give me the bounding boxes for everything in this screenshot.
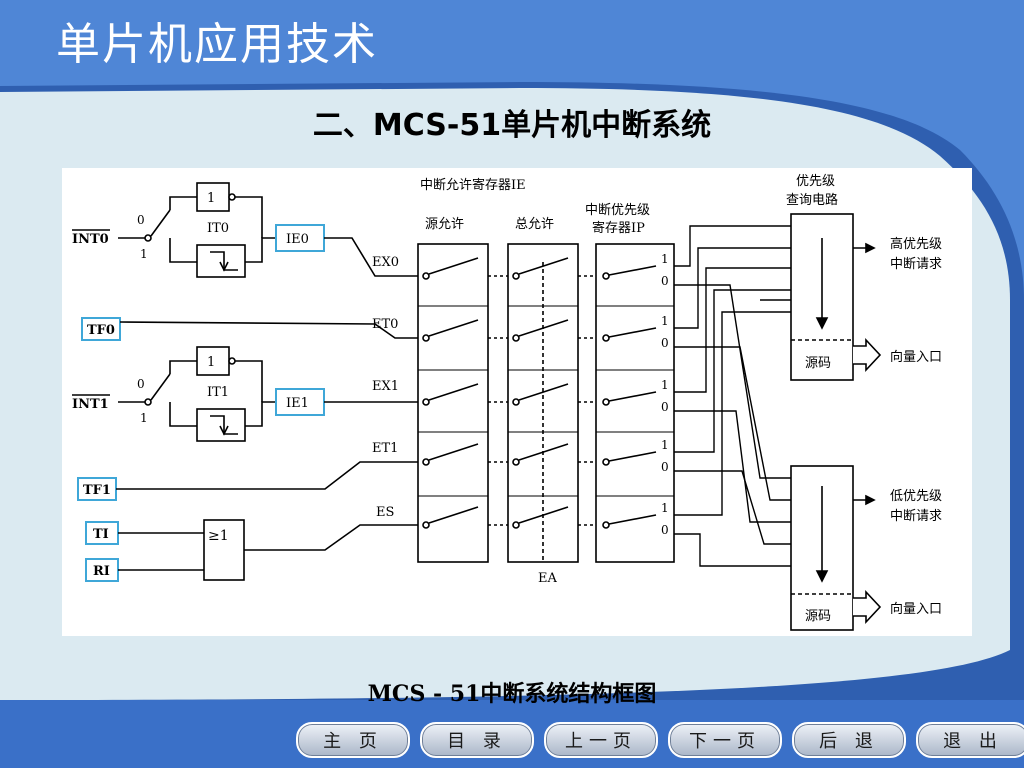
svg-text:0: 0 [661,523,669,537]
int1-not-gate-label: 1 [207,355,215,370]
svg-text:0: 0 [661,336,669,350]
int0-selector-switch [150,209,171,237]
low-source-code-label: 源码 [805,609,831,624]
high-request-line2: 中断请求 [890,257,942,272]
int0-switch-label-0: 0 [137,213,145,227]
int1-switch-label-1: 1 [140,411,148,425]
enable-bit-es: ES [376,505,394,520]
or-gate-label: ≥1 [208,528,229,544]
down-arrow-icon [815,317,829,330]
int0-switch-label-1: 1 [140,247,148,261]
ip-register-title-line2: 寄存器IP [592,220,645,236]
priority-switches: 1 0 1 0 1 0 1 0 1 0 [602,252,669,537]
ea-label: EA [538,571,557,586]
int1-selector-switch [150,373,171,401]
down-arrow-icon [815,570,829,583]
int1-switch-pivot [144,398,152,406]
contents-button[interactable]: 目 录 [420,722,534,758]
int0-edge-detector [196,244,246,278]
int0-not-gate-label: 1 [207,191,215,206]
next-page-button[interactable]: 下一页 [668,722,782,758]
int1-not-gate [196,346,230,376]
svg-text:0: 0 [661,460,669,474]
slide-navigation-bar: 主 页 目 录 上一页 下一页 后 退 退 出 [296,722,1024,758]
arrow-right-icon [865,242,876,254]
hollow-arrow-icon [853,589,882,625]
svg-text:1: 1 [661,501,669,515]
int1-it-label: IT1 [207,385,229,400]
input-int1: INT1 [72,397,109,412]
int1-edge-detector [196,408,246,442]
arrow-right-icon [865,494,876,506]
high-source-code-label: 源码 [805,356,831,371]
svg-text:1: 1 [661,378,669,392]
app-title: 单片机应用技术 [56,19,378,70]
interrupt-diagram-panel: INT0 0 1 1 IT0 IE0 TF0 INT1 0 1 1 IT1 IE… [62,168,972,636]
enable-bit-ex0: EX0 [372,255,399,270]
flag-ie1-label: IE1 [286,396,309,411]
previous-page-button[interactable]: 上一页 [544,722,658,758]
int0-it-label: IT0 [207,221,229,236]
high-request-line1: 高优先级 [890,236,942,252]
enable-bit-ex1: EX1 [372,379,399,394]
flag-ie0-label: IE0 [286,232,309,247]
high-vector-entry: 向量入口 [890,349,942,365]
input-tf0-box [81,317,121,341]
or-gate [203,519,245,581]
exit-button[interactable]: 退 出 [916,722,1024,758]
falling-edge-icon [210,415,238,435]
input-tf0: TF0 [87,323,115,338]
int0-switch-pivot [144,234,152,242]
ie-register-title: 中断允许寄存器IE [420,177,526,193]
home-button[interactable]: 主 页 [296,722,410,758]
global-enable-label: 总允许 [515,216,554,232]
hollow-arrow-icon [853,337,882,373]
low-vector-entry: 向量入口 [890,601,942,617]
priority-routing-wires [674,225,791,567]
input-tf1: TF1 [83,483,111,498]
low-request-line1: 低优先级 [890,489,942,504]
svg-text:0: 0 [661,400,669,414]
input-int0: INT0 [72,232,109,247]
back-button[interactable]: 后 退 [792,722,906,758]
ie-source-enable-register [417,243,489,563]
section-title: 二、MCS-51单片机中断系统 [312,108,712,143]
svg-text:1: 1 [661,438,669,452]
ip-register-title-line1: 中断优先级 [585,203,650,218]
interrupt-structure-diagram: INT0 0 1 1 IT0 IE0 TF0 INT1 0 1 1 IT1 IE… [72,174,942,631]
svg-text:0: 0 [661,274,669,288]
int1-switch-label-0: 0 [137,377,145,391]
priority-title-line2: 查询电路 [786,192,838,208]
svg-text:1: 1 [661,314,669,328]
priority-title-line1: 优先级 [796,174,835,189]
svg-text:1: 1 [661,252,669,266]
source-enable-label: 源允许 [425,216,464,232]
input-ti: TI [93,527,109,542]
enable-bit-et1: ET1 [372,441,398,456]
enable-bit-et0: ET0 [372,317,398,332]
diagram-caption: MCS - 51中断系统结构框图 [367,681,657,707]
input-ri: RI [93,564,110,579]
falling-edge-icon [210,251,238,271]
low-request-line2: 中断请求 [890,509,942,524]
